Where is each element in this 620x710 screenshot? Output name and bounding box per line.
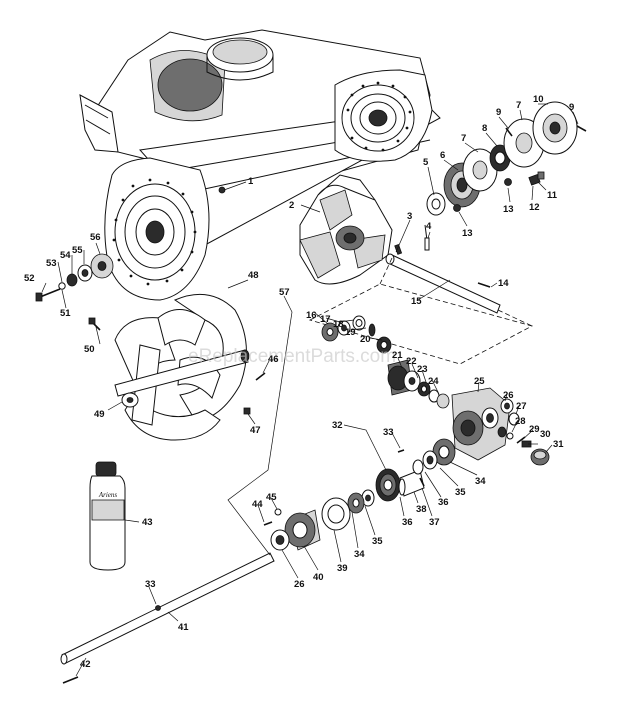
- callout-28: 28: [515, 416, 526, 427]
- callout-17: 17: [320, 314, 331, 325]
- callout-38: 38: [416, 504, 427, 515]
- callout-44: 44: [252, 499, 263, 510]
- callout-48: 48: [248, 270, 259, 281]
- callout-51: 51: [60, 308, 71, 319]
- impeller: [299, 174, 393, 285]
- callout-2: 2: [289, 200, 294, 211]
- callout-37: 37: [429, 517, 440, 528]
- callout-54: 54: [60, 250, 71, 261]
- callout-3: 3: [407, 211, 412, 222]
- callout-13b: 13: [462, 228, 473, 239]
- callout-31: 31: [553, 439, 564, 450]
- callout-41: 41: [178, 622, 189, 633]
- auger-shaft: [60, 552, 275, 684]
- callout-20: 20: [360, 334, 371, 345]
- callout-1: 1: [248, 176, 254, 187]
- callout-23: 23: [417, 364, 428, 375]
- callout-34a: 34: [475, 476, 486, 487]
- callout-43: 43: [142, 517, 153, 528]
- callout-12: 12: [529, 202, 540, 213]
- callout-15: 15: [411, 296, 422, 307]
- auger-housing: [79, 29, 441, 301]
- callout-16: 16: [306, 310, 317, 321]
- auger-spiral: [88, 293, 266, 441]
- gear-case-parts: [263, 315, 550, 551]
- leader-lines: [41, 103, 579, 677]
- callout-8: 8: [482, 123, 487, 134]
- callout-22: 22: [406, 356, 417, 367]
- callout-42: 42: [80, 659, 91, 670]
- callout-45: 45: [266, 492, 277, 503]
- callout-7b: 7: [516, 100, 521, 111]
- callout-35a: 35: [455, 487, 466, 498]
- callout-18: 18: [333, 319, 344, 330]
- callout-40: 40: [313, 572, 324, 583]
- callout-5: 5: [423, 157, 429, 168]
- callout-29: 29: [529, 424, 540, 435]
- callout-25: 25: [474, 376, 485, 387]
- callout-24: 24: [428, 376, 439, 387]
- callout-53: 53: [46, 258, 57, 269]
- callout-47: 47: [250, 425, 261, 436]
- callout-13a: 13: [503, 204, 514, 215]
- callout-36a: 36: [438, 497, 449, 508]
- callout-39: 39: [337, 563, 348, 574]
- callout-36b: 36: [402, 517, 413, 528]
- callout-32: 32: [332, 420, 343, 431]
- callout-26a: 26: [503, 390, 514, 401]
- watermark: eReplacementParts.com: [188, 346, 396, 367]
- callout-7a: 7: [461, 133, 466, 144]
- callout-9a: 9: [496, 107, 501, 118]
- callout-14: 14: [498, 278, 509, 289]
- callout-11: 11: [547, 190, 558, 201]
- callout-57: 57: [279, 287, 290, 298]
- callout-9b: 9: [569, 102, 574, 113]
- callout-49: 49: [94, 409, 105, 420]
- callout-30: 30: [540, 429, 551, 440]
- callout-50: 50: [84, 344, 95, 355]
- callout-26b: 26: [294, 579, 305, 590]
- impeller-shaft: [385, 224, 501, 314]
- alignment-guide: [308, 283, 534, 365]
- callout-6: 6: [440, 150, 445, 161]
- callout-19: 19: [345, 327, 356, 338]
- callout-52: 52: [24, 273, 35, 284]
- callout-33a: 33: [383, 427, 394, 438]
- callout-46: 46: [268, 354, 279, 365]
- callout-55: 55: [72, 245, 83, 256]
- callout-33b: 33: [145, 579, 156, 590]
- callout-labels: 1 2 3 4 5 6 7 8 9 7 10 9 11 12 13 13 14 …: [24, 94, 574, 670]
- callout-4: 4: [426, 221, 432, 232]
- callout-21: 21: [392, 350, 403, 361]
- callout-56: 56: [90, 232, 101, 243]
- left-bearing-parts: [35, 253, 114, 302]
- bottle-brand-label: Ariens: [98, 491, 118, 499]
- callout-35b: 35: [372, 536, 383, 547]
- callout-34b: 34: [354, 549, 365, 560]
- callout-27: 27: [516, 401, 527, 412]
- callout-10: 10: [533, 94, 544, 105]
- lubricant-bottle: [89, 461, 126, 571]
- right-bearing-parts: [426, 101, 587, 216]
